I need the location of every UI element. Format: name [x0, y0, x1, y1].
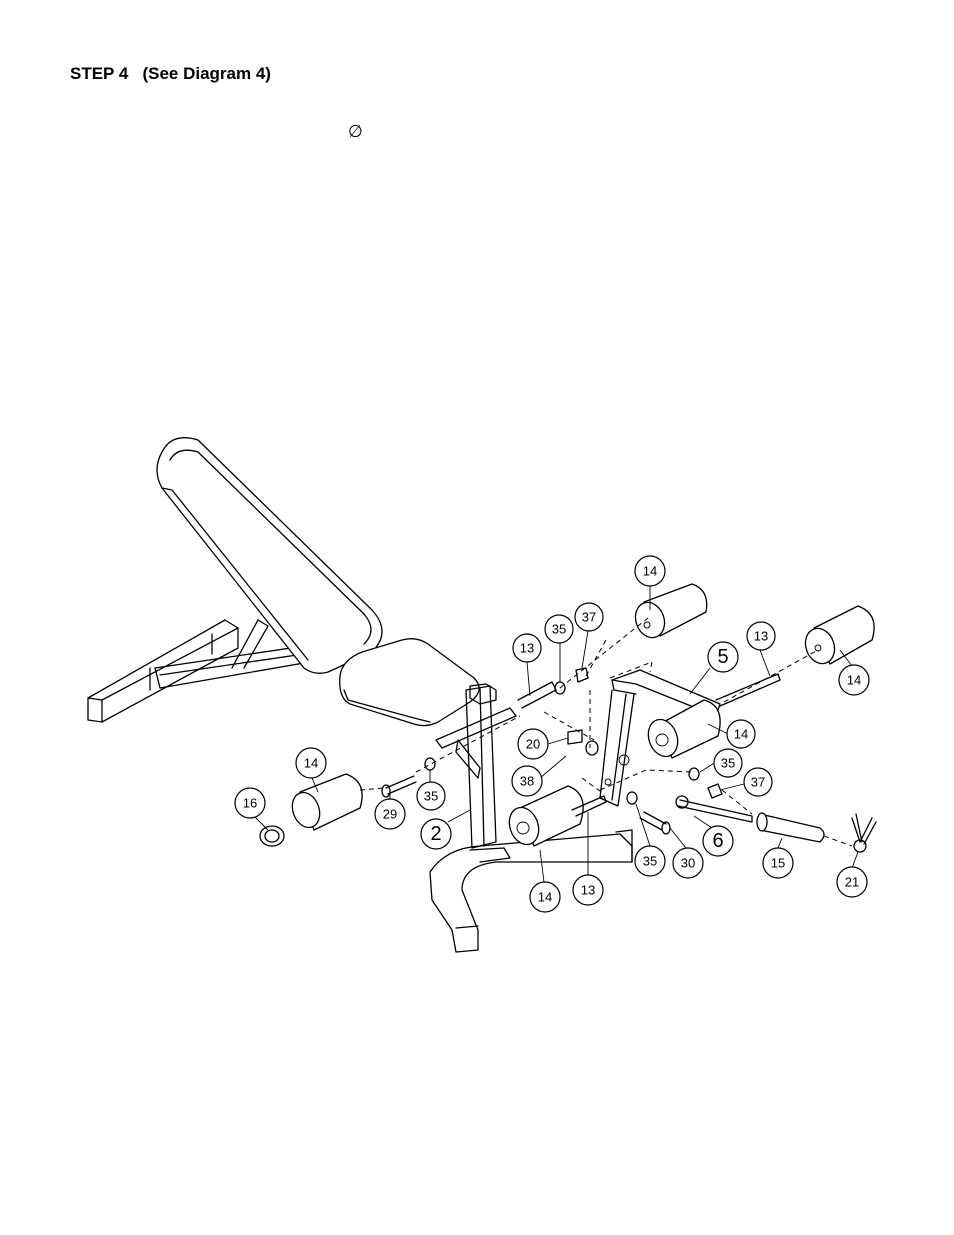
- callout-2: 2: [420, 818, 452, 850]
- front-frame: [429, 683, 633, 953]
- callout-14-right: 14: [838, 664, 870, 696]
- svg-text:16: 16: [243, 796, 257, 811]
- svg-text:15: 15: [771, 856, 785, 871]
- svg-text:13: 13: [520, 641, 534, 656]
- callout-37-right: 37: [743, 767, 773, 797]
- svg-text:6: 6: [712, 830, 723, 852]
- roller-pad-right: [804, 605, 875, 665]
- roller-pad-lower: [508, 785, 584, 847]
- leader-lines: [249, 585, 859, 883]
- roller-pad-middle: [647, 699, 721, 759]
- callout-30: 30: [672, 847, 704, 879]
- svg-text:37: 37: [582, 610, 596, 625]
- roller-pad-top: [634, 583, 708, 639]
- callout-38: 38: [511, 765, 543, 797]
- callout-13-upper-left: 13: [512, 633, 542, 663]
- roller-pad-left: [291, 773, 363, 831]
- svg-text:38: 38: [520, 774, 534, 789]
- callout-14-left: 14: [295, 747, 327, 779]
- callout-5: 5: [707, 641, 739, 673]
- callout-35-top: 35: [544, 614, 574, 644]
- svg-text:30: 30: [681, 856, 695, 871]
- svg-text:14: 14: [304, 756, 318, 771]
- callout-13-upper-right: 13: [746, 621, 776, 651]
- backrest-pad: [156, 437, 383, 674]
- svg-text:20: 20: [526, 737, 540, 752]
- callout-16: 16: [234, 787, 266, 819]
- callout-35-left: 35: [416, 781, 446, 811]
- svg-text:29: 29: [383, 807, 397, 822]
- svg-text:37: 37: [751, 775, 765, 790]
- alignment-lines: [359, 617, 853, 847]
- seat-pad: [339, 638, 480, 727]
- svg-text:35: 35: [721, 756, 735, 771]
- callout-14-bottom: 14: [529, 881, 561, 913]
- step-heading: STEP 4 (See Diagram 4): [70, 64, 271, 83]
- svg-text:5: 5: [717, 646, 728, 668]
- callout-29: 29: [374, 798, 406, 830]
- callout-13-bottom: 13: [572, 874, 604, 906]
- callout-14-top: 14: [634, 555, 666, 587]
- callout-35-right: 35: [713, 748, 743, 778]
- svg-text:14: 14: [538, 890, 552, 905]
- svg-text:13: 13: [754, 629, 768, 644]
- callout-20: 20: [517, 728, 549, 760]
- svg-text:13: 13: [581, 883, 595, 898]
- svg-text:21: 21: [845, 875, 859, 890]
- callout-35-bottom: 35: [634, 845, 666, 877]
- svg-text:2: 2: [430, 823, 441, 845]
- svg-text:35: 35: [552, 622, 566, 637]
- svg-text:14: 14: [643, 564, 657, 579]
- callout-21: 21: [836, 866, 868, 898]
- callout-15: 15: [762, 847, 794, 879]
- svg-text:35: 35: [643, 854, 657, 869]
- bench-frame: [87, 619, 351, 723]
- callout-14-middle: 14: [726, 719, 756, 749]
- callout-6: 6: [702, 825, 734, 857]
- callout-37-top: 37: [574, 602, 604, 632]
- svg-text:14: 14: [734, 727, 748, 742]
- svg-text:14: 14: [847, 673, 861, 688]
- diameter-symbol: ∅: [348, 122, 363, 141]
- svg-text:35: 35: [424, 789, 438, 804]
